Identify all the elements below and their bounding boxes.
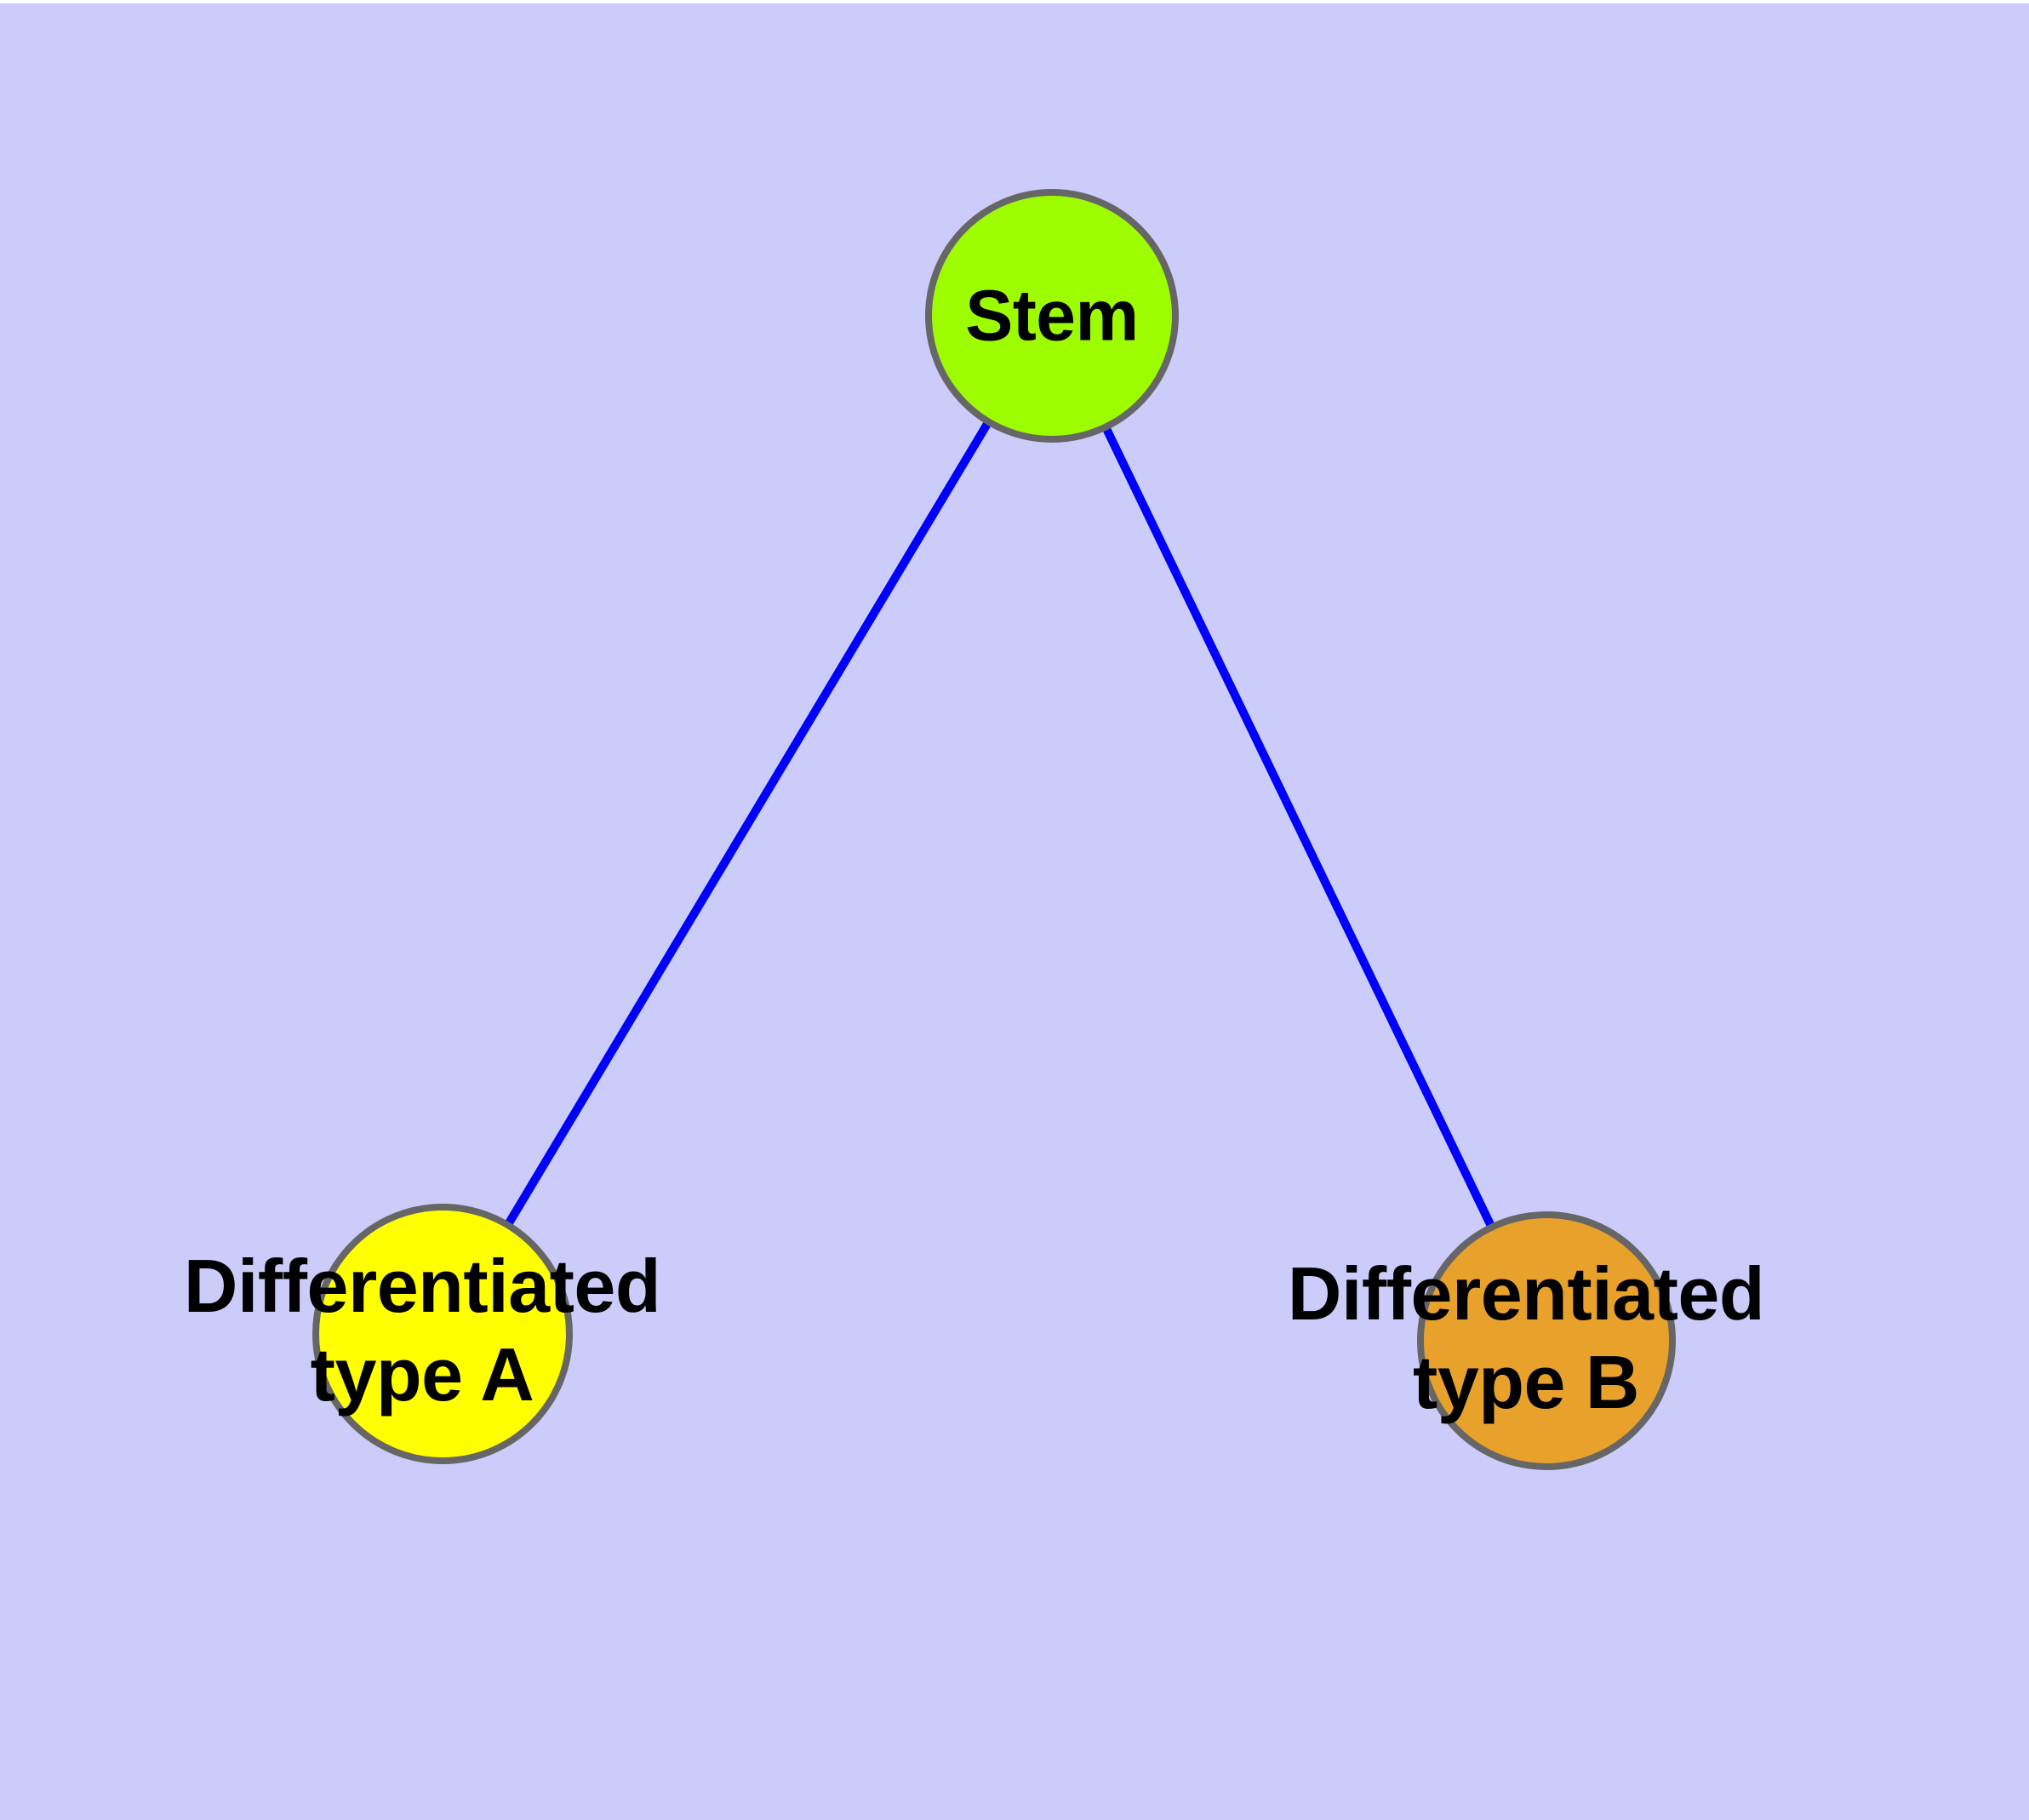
node-differentiated-type-b: [1417, 1211, 1676, 1470]
edge-stem-to-differentiated-type-a: [438, 313, 1056, 1336]
edge-stem-to-differentiated-type-b: [1048, 313, 1551, 1343]
node-stem: [925, 189, 1179, 443]
edge-group: [438, 313, 1551, 1343]
node-group: [312, 189, 1676, 1470]
node-differentiated-type-a: [312, 1204, 573, 1464]
